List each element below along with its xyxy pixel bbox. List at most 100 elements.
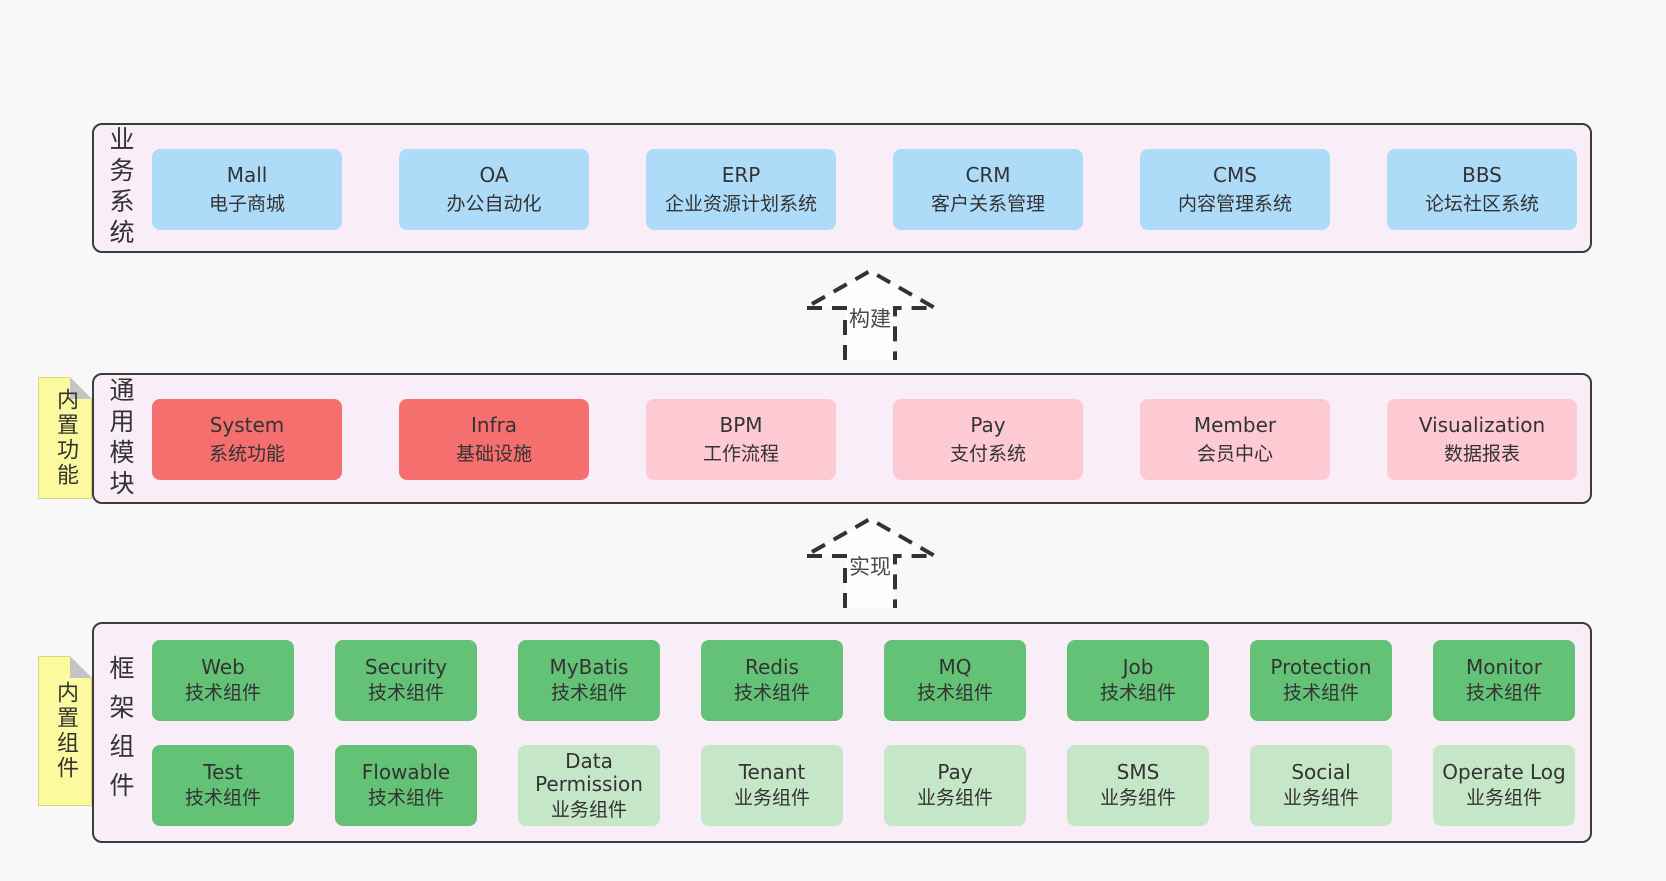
box-subtitle: 技术组件: [550, 682, 627, 705]
box-subtitle: 业务组件: [916, 787, 993, 810]
module-box-system: System 系统功能: [152, 399, 342, 480]
box-title: Visualization: [1418, 413, 1546, 438]
box-subtitle: 技术组件: [1099, 682, 1176, 705]
box-subtitle: 业务组件: [1099, 787, 1176, 810]
component-box-web: Web 技术组件: [152, 640, 294, 721]
box-title: MyBatis: [549, 655, 629, 680]
box-subtitle: 技术组件: [1282, 682, 1359, 705]
box-subtitle: 客户关系管理: [930, 193, 1045, 216]
component-box-data-permission: Data Permission 业务组件: [518, 745, 660, 826]
box-title: ERP: [721, 163, 761, 188]
components-row-2: Test 技术组件 Flowable 技术组件 Data Permission …: [152, 745, 1575, 826]
implement-arrow-label: 实现: [847, 551, 893, 581]
box-subtitle: 业务组件: [733, 787, 810, 810]
business-box-erp: ERP 企业资源计划系统: [646, 149, 836, 230]
business-panel-label: 业务系统: [106, 126, 135, 250]
box-title: BPM: [719, 413, 763, 438]
box-subtitle: 基础设施: [455, 443, 532, 466]
component-box-sms: SMS 业务组件: [1067, 745, 1209, 826]
box-title: Flowable: [361, 760, 451, 785]
component-box-flowable: Flowable 技术组件: [335, 745, 477, 826]
component-box-tenant: Tenant 业务组件: [701, 745, 843, 826]
business-box-oa: OA 办公自动化: [399, 149, 589, 230]
module-box-visualization: Visualization 数据报表: [1387, 399, 1577, 480]
module-box-pay: Pay 支付系统: [893, 399, 1083, 480]
framework-components-panel: 框架组件 Web 技术组件 Security 技术组件 MyBatis 技术组件…: [92, 622, 1592, 843]
box-subtitle: 企业资源计划系统: [664, 193, 817, 216]
modules-box-row: System 系统功能 Infra 基础设施 BPM 工作流程 Pay 支付系统…: [152, 399, 1577, 480]
modules-panel-label: 通用模块: [106, 376, 135, 501]
box-subtitle: 技术组件: [184, 787, 261, 810]
component-box-pay: Pay 业务组件: [884, 745, 1026, 826]
box-title: Protection: [1270, 655, 1372, 680]
component-box-mybatis: MyBatis 技术组件: [518, 640, 660, 721]
box-title: System: [209, 413, 285, 438]
box-subtitle: 技术组件: [184, 682, 261, 705]
component-box-operate-log: Operate Log 业务组件: [1433, 745, 1575, 826]
box-subtitle: 技术组件: [916, 682, 993, 705]
business-box-row: Mall 电子商城 OA 办公自动化 ERP 企业资源计划系统 CRM 客户关系…: [152, 149, 1577, 230]
business-box-crm: CRM 客户关系管理: [893, 149, 1083, 230]
box-subtitle: 系统功能: [208, 443, 285, 466]
box-subtitle: 技术组件: [367, 787, 444, 810]
box-title: Member: [1193, 413, 1277, 438]
box-title: Tenant: [738, 760, 806, 785]
box-subtitle: 论坛社区系统: [1424, 193, 1539, 216]
box-subtitle: 电子商城: [208, 193, 285, 216]
box-title: Mall: [226, 163, 268, 188]
component-box-security: Security 技术组件: [335, 640, 477, 721]
box-subtitle: 数据报表: [1443, 443, 1520, 466]
folded-corner-icon: [70, 377, 92, 399]
business-box-cms: CMS 内容管理系统: [1140, 149, 1330, 230]
builtin-components-tab: 内置组件: [38, 656, 92, 806]
box-title: CRM: [965, 163, 1011, 188]
folded-corner-icon: [70, 656, 92, 678]
box-title: CMS: [1213, 163, 1257, 188]
box-title: MQ: [938, 655, 972, 680]
builtin-features-tab: 内置功能: [38, 377, 92, 499]
box-subtitle: 工作流程: [702, 443, 779, 466]
module-box-bpm: BPM 工作流程: [646, 399, 836, 480]
business-box-mall: Mall 电子商城: [152, 149, 342, 230]
box-title: Web: [201, 655, 245, 680]
box-title: Infra: [470, 413, 518, 438]
component-box-protection: Protection 技术组件: [1250, 640, 1392, 721]
build-arrow-label: 构建: [847, 303, 893, 333]
common-modules-panel: 通用模块 System 系统功能 Infra 基础设施 BPM 工作流程 Pay…: [92, 373, 1592, 504]
box-title: Monitor: [1465, 655, 1543, 680]
box-title: Pay: [970, 413, 1006, 438]
box-subtitle: 技术组件: [733, 682, 810, 705]
implement-arrow: 实现: [799, 514, 941, 610]
components-row-1: Web 技术组件 Security 技术组件 MyBatis 技术组件 Redi…: [152, 640, 1575, 721]
box-subtitle: 内容管理系统: [1177, 193, 1292, 216]
box-subtitle: 业务组件: [550, 798, 627, 821]
builtin-features-tab-label: 内置功能: [53, 388, 78, 488]
module-box-infra: Infra 基础设施: [399, 399, 589, 480]
build-arrow: 构建: [799, 266, 941, 362]
components-panel-label: 框架组件: [106, 654, 135, 811]
component-box-mq: MQ 技术组件: [884, 640, 1026, 721]
box-title: Social: [1291, 760, 1351, 785]
component-box-redis: Redis 技术组件: [701, 640, 843, 721]
box-title: Security: [364, 655, 448, 680]
box-subtitle: 会员中心: [1196, 443, 1273, 466]
box-title: Job: [1122, 655, 1154, 680]
box-title: Pay: [937, 760, 973, 785]
box-title: BBS: [1462, 163, 1502, 188]
box-subtitle: 技术组件: [367, 682, 444, 705]
box-subtitle: 技术组件: [1465, 682, 1542, 705]
box-subtitle: 办公自动化: [446, 193, 542, 216]
builtin-components-tab-label: 内置组件: [53, 681, 78, 781]
component-box-monitor: Monitor 技术组件: [1433, 640, 1575, 721]
component-box-test: Test 技术组件: [152, 745, 294, 826]
business-systems-panel: 业务系统 Mall 电子商城 OA 办公自动化 ERP 企业资源计划系统 CRM…: [92, 123, 1592, 253]
box-title: Data Permission: [535, 748, 643, 796]
box-title: OA: [479, 163, 509, 188]
component-box-job: Job 技术组件: [1067, 640, 1209, 721]
box-subtitle: 业务组件: [1465, 787, 1542, 810]
box-title: SMS: [1116, 760, 1160, 785]
box-title: Test: [203, 760, 243, 785]
box-title: Redis: [745, 655, 799, 680]
business-box-bbs: BBS 论坛社区系统: [1387, 149, 1577, 230]
box-title: Operate Log: [1442, 760, 1566, 785]
